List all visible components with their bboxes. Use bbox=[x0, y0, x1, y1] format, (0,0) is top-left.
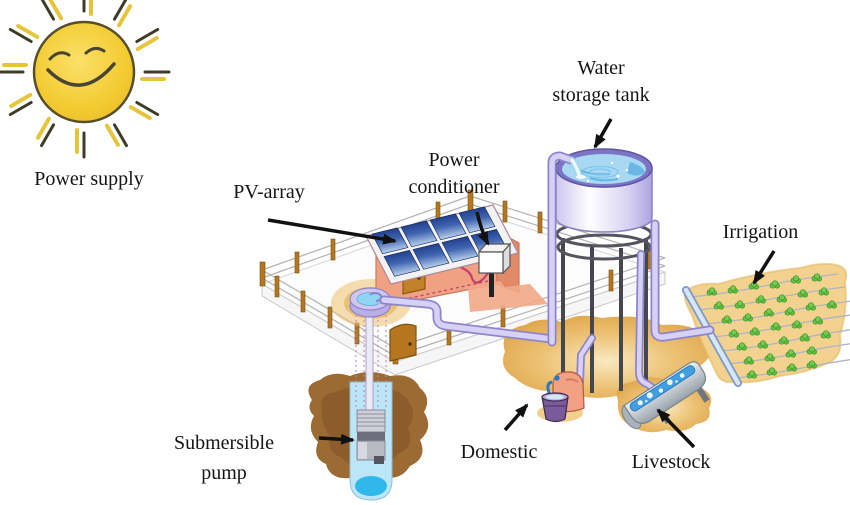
label-submersible-pump: Submersible pump bbox=[156, 428, 292, 488]
label-domestic: Domestic bbox=[460, 441, 538, 463]
submersible-pump-body bbox=[356, 409, 386, 464]
label-power-supply: Power supply bbox=[34, 168, 144, 190]
sun-smile bbox=[46, 62, 116, 87]
water-tank-arrow bbox=[593, 118, 613, 149]
tap-handle bbox=[554, 375, 560, 381]
bucket bbox=[541, 396, 569, 423]
pv-array-arrow bbox=[267, 218, 397, 245]
submersible-pump-arrow bbox=[318, 433, 355, 445]
annotation-arrows bbox=[267, 118, 776, 449]
drop-pipe bbox=[365, 311, 374, 413]
pipe-to-domestic bbox=[576, 334, 596, 386]
pipe-riser-to-tank-top bbox=[547, 151, 576, 347]
livestock-trough bbox=[621, 361, 710, 430]
label-power-conditioner-line1: Power bbox=[428, 149, 480, 171]
field-supply-tube bbox=[682, 286, 742, 387]
label-submersible-line2: pump bbox=[201, 462, 247, 484]
sun-right-eye bbox=[84, 46, 106, 55]
power-conditioner-arrow bbox=[475, 211, 490, 246]
irrigation-field bbox=[682, 262, 850, 387]
tap-spout bbox=[546, 380, 553, 397]
domestic-arrow bbox=[503, 403, 529, 432]
trough-water bbox=[629, 365, 696, 412]
power-conditioner-box bbox=[391, 242, 548, 312]
label-pv-array: PV-array bbox=[233, 181, 305, 203]
gate-lower bbox=[389, 323, 417, 362]
label-irrigation: Irrigation bbox=[722, 221, 799, 243]
conditioner-post bbox=[489, 272, 494, 297]
label-water-tank-line1: Water bbox=[577, 57, 625, 79]
label-power-conditioner-line2: conditioner bbox=[408, 176, 500, 198]
bore-bottom-water bbox=[355, 476, 387, 496]
sun-left-eye bbox=[48, 51, 71, 61]
orange-patch bbox=[468, 281, 548, 312]
domestic-tap bbox=[541, 371, 585, 423]
pipe-tank-to-irrigation bbox=[650, 219, 715, 342]
label-submersible-line1: Submersible bbox=[174, 432, 274, 454]
pipe-well-to-tank bbox=[379, 295, 557, 344]
pipe-tank-to-livestock bbox=[635, 250, 657, 392]
pump-cables-dotted bbox=[355, 310, 387, 408]
label-power-conditioner: Power conditioner bbox=[398, 147, 510, 201]
label-water-tank-line2: storage tank bbox=[552, 84, 650, 106]
sun-icon bbox=[0, 0, 171, 159]
sun-rays bbox=[0, 0, 171, 159]
control-cable-dashed bbox=[391, 280, 489, 303]
label-livestock: Livestock bbox=[631, 451, 711, 473]
irrigation-arrow bbox=[752, 250, 776, 285]
livestock-arrow bbox=[656, 408, 696, 449]
tank-band bbox=[556, 233, 652, 261]
label-water-storage-tank: Water storage tank bbox=[538, 55, 664, 109]
tank-legs bbox=[561, 238, 648, 393]
trough-bubbles bbox=[637, 373, 685, 406]
